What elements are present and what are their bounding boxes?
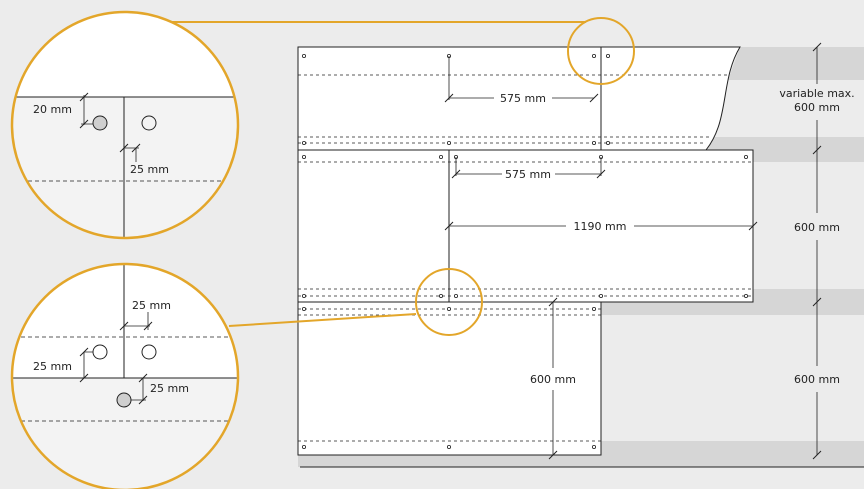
- right-bands: [298, 47, 864, 468]
- dim-right-variable-1: variable max.: [779, 87, 854, 100]
- detail-top-20mm: 20 mm: [33, 103, 72, 116]
- dim-right-600-b: 600 mm: [794, 373, 840, 386]
- dim-right-600-a: 600 mm: [794, 221, 840, 234]
- dim-mid-575: 575 mm: [505, 168, 551, 181]
- dim-1190: 1190 mm: [574, 220, 627, 233]
- dim-top-575: 575 mm: [500, 92, 546, 105]
- dim-bottom-600: 600 mm: [530, 373, 576, 386]
- callout-marker-top: [567, 17, 635, 85]
- detail-bottom-25mm-left: 25 mm: [33, 360, 72, 373]
- bottom-panel: [297, 301, 602, 456]
- detail-bottom-25mm-bottom: 25 mm: [150, 382, 189, 395]
- callout-marker-bottom: [415, 268, 483, 336]
- fixing-holes: [301, 54, 749, 449]
- detail-top-25mm: 25 mm: [130, 163, 169, 176]
- dimension-lines: [448, 47, 818, 455]
- detail-bottom-25mm-top: 25 mm: [132, 299, 171, 312]
- dim-right-variable-2: 600 mm: [794, 101, 840, 114]
- callout-leader-bottom: [228, 313, 417, 327]
